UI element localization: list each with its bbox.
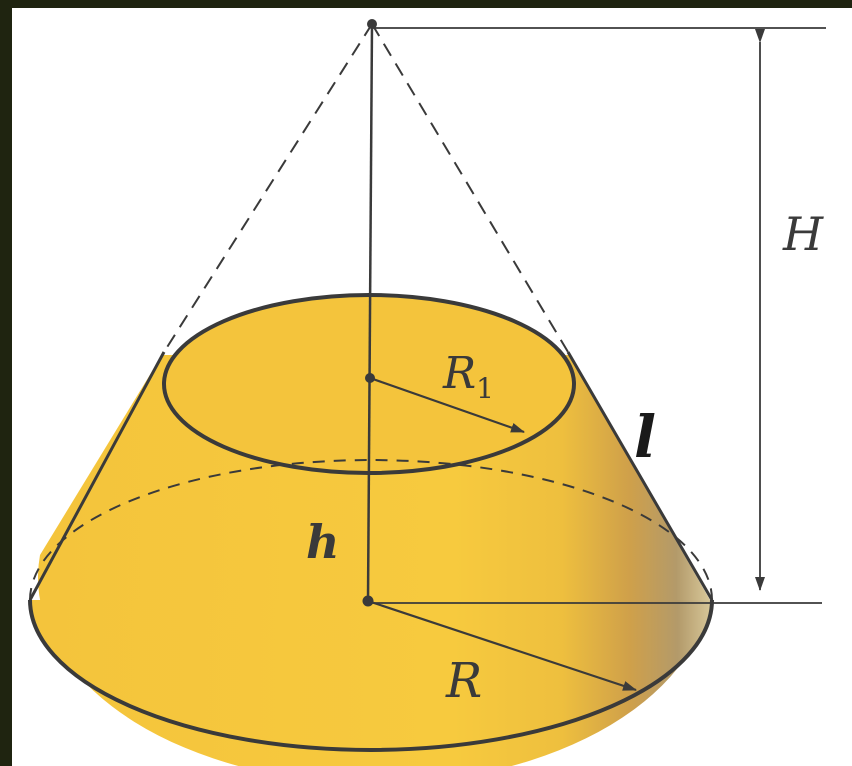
- label-R1: R1: [442, 348, 494, 405]
- right-dashed-extension: [371, 23, 569, 353]
- apex-point: [367, 19, 377, 29]
- label-h: h: [306, 515, 339, 569]
- label-H: H: [782, 207, 824, 261]
- top-radius-arrow: [369, 376, 525, 434]
- frustum-bottom-front: [30, 600, 712, 751]
- left-dashed-extension: [163, 23, 373, 353]
- bottom-base-front-arc: [28, 599, 714, 752]
- bottom-radius-arrow: [367, 599, 637, 692]
- left-generatrix: [28, 351, 166, 601]
- label-R1-main: R: [442, 348, 476, 399]
- label-R1-subscript: 1: [476, 372, 494, 405]
- axis-line: [366, 23, 374, 602]
- right-generatrix-l: [566, 351, 714, 601]
- label-l: l: [634, 403, 656, 471]
- label-R: R: [445, 653, 482, 709]
